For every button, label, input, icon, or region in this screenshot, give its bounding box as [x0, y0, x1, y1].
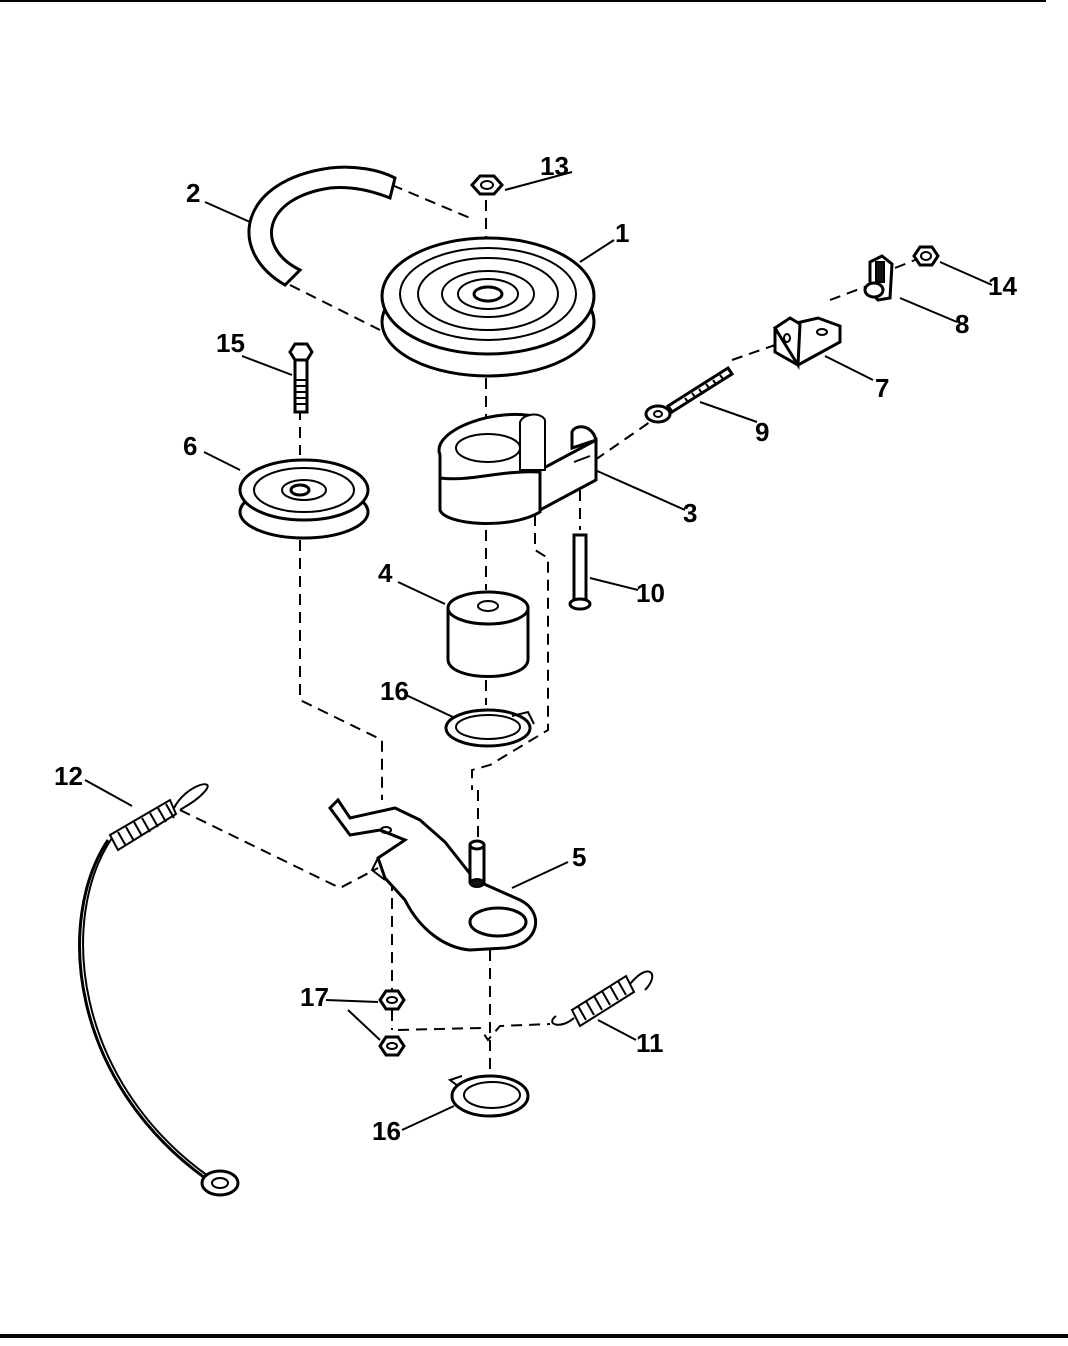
- clip-8-part: [865, 256, 892, 300]
- large-pulley-part: [382, 238, 594, 376]
- callout-14: 14: [988, 271, 1017, 301]
- retaining-ring-lower-part: [450, 1076, 528, 1116]
- callout-1: 1: [615, 218, 629, 248]
- callout-10: 10: [636, 578, 665, 608]
- bolt-15-part: [290, 344, 312, 412]
- callout-9: 9: [755, 417, 769, 447]
- cable-spring-part: [80, 784, 238, 1195]
- nuts-17-part: [380, 991, 404, 1055]
- callout-15: 15: [216, 328, 245, 358]
- eye-bolt-part: [646, 368, 732, 422]
- spring-11-part: [552, 971, 652, 1026]
- callout-16-lower: 16: [372, 1116, 401, 1146]
- pin-10-part: [570, 535, 590, 609]
- callout-5: 5: [572, 842, 586, 872]
- callout-12: 12: [54, 761, 83, 791]
- callout-2: 2: [186, 178, 200, 208]
- callout-6: 6: [183, 431, 197, 461]
- callout-3: 3: [683, 498, 697, 528]
- callout-13: 13: [540, 151, 569, 181]
- callout-4: 4: [378, 558, 393, 588]
- callout-7: 7: [875, 373, 889, 403]
- callout-16-upper: 16: [380, 676, 409, 706]
- retaining-ring-upper-part: [446, 710, 534, 746]
- callout-17: 17: [300, 982, 329, 1012]
- nut-13-part: [472, 176, 502, 194]
- callout-8: 8: [955, 309, 969, 339]
- belt-guard-part: [249, 167, 395, 285]
- nut-14-part: [914, 247, 938, 265]
- idler-pulley-part: [240, 460, 368, 538]
- spacer-part: [448, 592, 528, 677]
- callout-11: 11: [636, 1028, 664, 1058]
- idler-arm-part: [330, 800, 536, 950]
- idler-bracket-part: [439, 414, 596, 523]
